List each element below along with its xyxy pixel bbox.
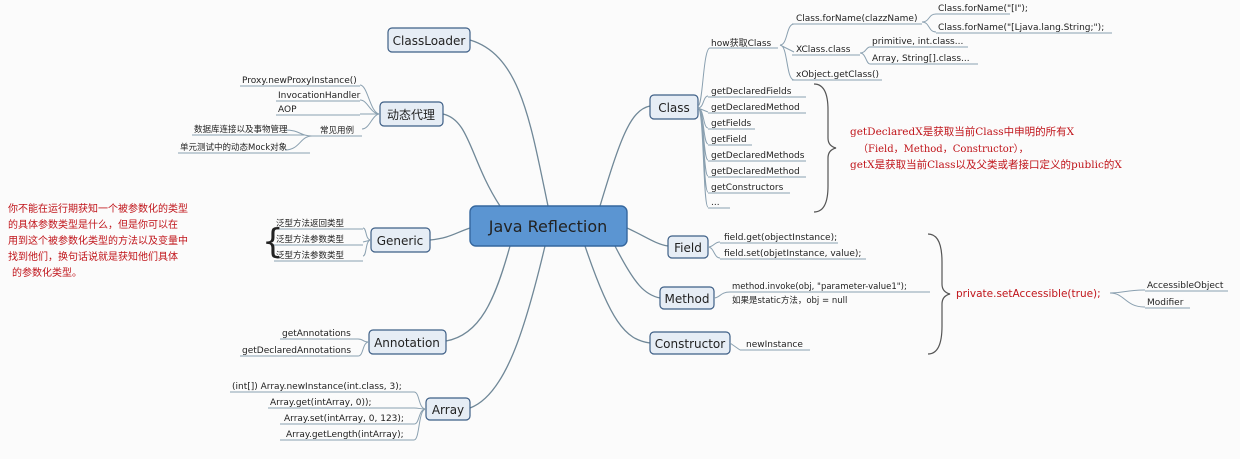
generic-note: 你不能在运行期获知一个被参数化的类型 的具体参数类型是什么，但是你可以在 用到这…: [8, 202, 188, 279]
array-branch: Array (int[]) Array.newInstance(int.clas…: [230, 382, 471, 441]
accessible-item: Modifier: [1147, 298, 1184, 308]
class-how: how获取Class: [711, 38, 772, 49]
class-method-item: getDeclaredFields: [711, 87, 792, 97]
class-forname-ex: Class.forName("[I");: [938, 4, 1028, 14]
constructor-label: Constructor: [655, 337, 725, 351]
field-branch: Field field.get(objectInstance); field.s…: [667, 233, 866, 260]
array-item: Array.getLength(intArray);: [286, 430, 404, 440]
generic-note-line: 找到他们，换句话说就是获知他们具体: [8, 250, 178, 263]
root-label: Java Reflection: [488, 217, 608, 236]
class-method-item: getFields: [711, 119, 752, 129]
annotation-item: getAnnotations: [282, 329, 351, 339]
proxy-item: 数据库连接以及事物管理: [194, 124, 288, 135]
class-methods: getDeclaredFields getDeclaredMethod getF…: [708, 87, 806, 209]
array-item: (int[]) Array.newInstance(int.class, 3);: [232, 382, 402, 392]
class-branch: Class how获取Class Class.forName(clazzName…: [649, 4, 1122, 213]
class-forname: Class.forName(clazzName): [796, 14, 917, 24]
annotation-label: Annotation: [374, 336, 440, 350]
method-label: Method: [664, 292, 709, 306]
class-method-item: ...: [711, 198, 720, 208]
proxy-item: InvocationHandler: [278, 91, 361, 101]
classloader-node[interactable]: ClassLoader: [387, 27, 471, 53]
constructor-branch: Constructor newInstance: [649, 331, 810, 355]
class-xclass-ex: Array, String[].class...: [872, 54, 970, 64]
array-label: Array: [432, 403, 464, 417]
class-method-item: getField: [711, 135, 747, 145]
class-note-line: getDeclaredX是获取当前Class中申明的所有X: [850, 125, 1075, 138]
proxy-item: Proxy.newProxyInstance(): [242, 76, 357, 86]
classloader-label: ClassLoader: [393, 34, 466, 48]
generic-item: 泛型方法参数类型: [276, 250, 345, 261]
generic-note-line: 的参数化类型。: [12, 266, 82, 279]
generic-brace: {: [262, 222, 284, 262]
class-method-item: getConstructors: [711, 183, 784, 193]
field-item: field.get(objectInstance);: [724, 233, 837, 243]
array-item: Array.set(intArray, 0, 123);: [284, 414, 404, 424]
generic-label: Generic: [377, 234, 424, 248]
root-connectors: [429, 39, 669, 409]
generic-branch: Generic 泛型方法返回类型 泛型方法参数类型 泛型方法参数类型 { 你不能…: [8, 202, 431, 279]
constructor-item: newInstance: [746, 340, 803, 350]
class-getclass: xObject.getClass(): [796, 70, 879, 80]
root-node[interactable]: Java Reflection: [469, 205, 628, 247]
method-item: 如果是static方法，obj = null: [732, 295, 847, 306]
proxy-branch: 动态代理 Proxy.newProxyInstance() Invocation…: [178, 76, 444, 154]
class-xclass: XClass.class: [796, 45, 851, 55]
array-item: Array.get(intArray, 0));: [270, 398, 372, 408]
class-forname-ex: Class.forName("[Ljava.lang.String;");: [938, 23, 1104, 33]
generic-item: 泛型方法参数类型: [276, 234, 345, 245]
generic-note-line: 用到这个被参数化类型的方法以及变量中: [8, 234, 188, 247]
method-branch: Method method.invoke(obj, "parameter-val…: [659, 282, 930, 310]
annotation-item: getDeclaredAnnotations: [242, 346, 351, 356]
proxy-item: AOP: [278, 105, 297, 115]
proxy-usecase-label: 常见用例: [320, 125, 354, 136]
generic-note-line: 你不能在运行期获知一个被参数化的类型: [8, 202, 188, 215]
class-xclass-ex: primitive, int.class...: [872, 37, 963, 47]
accessible-brace: [927, 233, 951, 355]
method-item: method.invoke(obj, "parameter-value1");: [732, 282, 907, 292]
proxy-label: 动态代理: [387, 108, 435, 122]
class-method-item: getDeclaredMethod: [711, 167, 800, 177]
accessible-text: private.setAccessible(true);: [956, 288, 1101, 300]
generic-item: 泛型方法返回类型: [276, 218, 345, 229]
class-label: Class: [658, 101, 690, 115]
class-note-line: （Field，Method，Constructor），: [858, 143, 1029, 155]
accessible-item: AccessibleObject: [1147, 281, 1224, 291]
class-note-line: getX是获取当前Class以及父类或者接口定义的public的X: [850, 158, 1122, 171]
class-method-item: getDeclaredMethod: [711, 103, 800, 113]
field-label: Field: [674, 241, 702, 255]
class-node[interactable]: [649, 94, 699, 120]
class-methods-brace: [813, 83, 837, 213]
generic-note-line: 的具体参数类型是什么，但是你可以在: [8, 218, 178, 231]
class-note: getDeclaredX是获取当前Class中申明的所有X （Field，Met…: [850, 125, 1122, 171]
proxy-item: 单元测试中的动态Mock对象: [180, 142, 288, 153]
annotation-branch: Annotation getAnnotations getDeclaredAnn…: [240, 329, 447, 357]
class-method-item: getDeclaredMethods: [711, 151, 805, 161]
field-item: field.set(objetInstance, value);: [724, 249, 861, 259]
